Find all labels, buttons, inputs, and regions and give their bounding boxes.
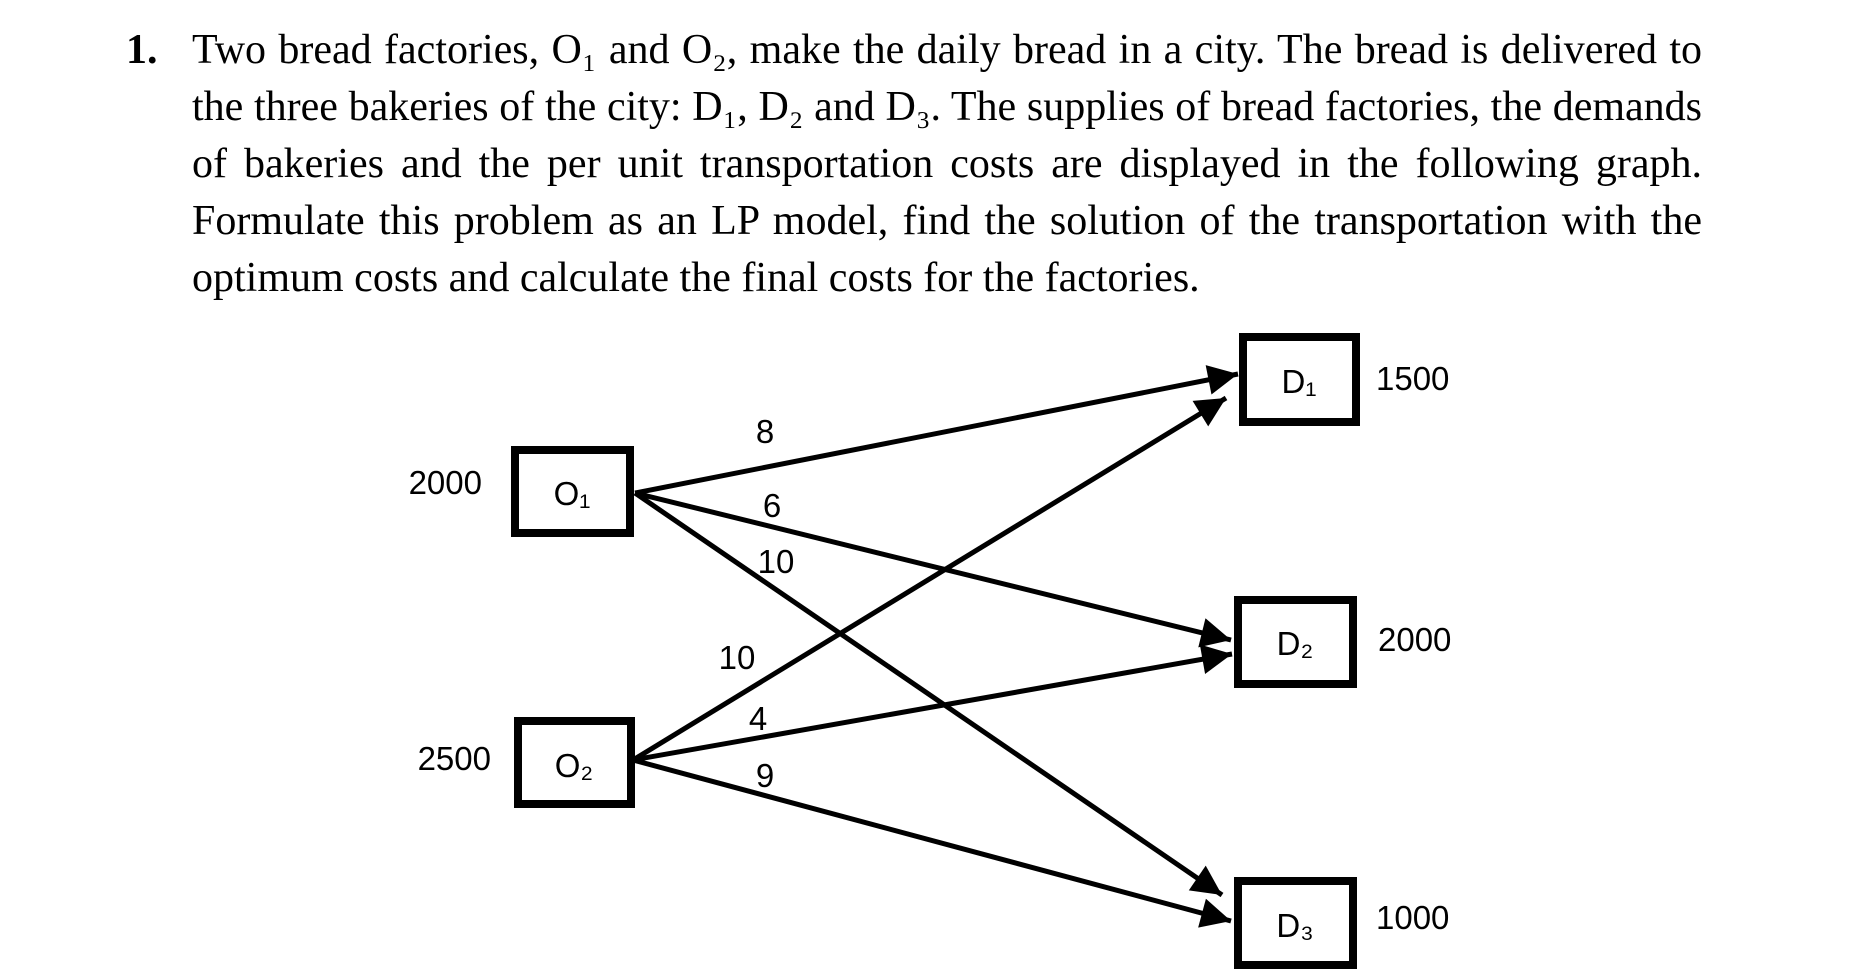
demand-d2: 2000 <box>1378 621 1451 658</box>
arc-o2-d2 <box>632 644 1233 763</box>
arc-o1-d1 <box>634 365 1239 496</box>
arcs-layer <box>631 365 1239 928</box>
node-box-d2 <box>1234 596 1357 688</box>
node-box-o1 <box>511 446 634 537</box>
node-box-o2 <box>514 717 635 808</box>
node-box-d3 <box>1234 877 1357 969</box>
cost-o1-d2: 6 <box>763 487 781 524</box>
cost-o2-d1: 10 <box>719 639 756 676</box>
origin-node-o2: O₂ 2500 <box>418 717 635 808</box>
problem-number: 1. <box>126 27 158 73</box>
cost-o2-d3: 9 <box>756 757 774 794</box>
problem-text: Two bread factories, O₁ and O₂, make the… <box>192 27 1702 301</box>
node-label-o2: O₂ <box>555 747 593 784</box>
node-label-d2: D₂ <box>1277 625 1314 662</box>
cost-labels: 8 6 10 10 4 9 <box>719 413 795 794</box>
problem-statement: 1. Two bread factories, O₁ and O₂, make … <box>126 22 1726 307</box>
destination-node-d1: D₁ 1500 <box>1239 333 1449 426</box>
node-label-o1: O₁ <box>554 475 591 512</box>
arc-o1-d2 <box>634 490 1232 648</box>
arc-o2-d1 <box>631 395 1228 763</box>
node-box-d1 <box>1239 333 1360 426</box>
node-label-d1: D₁ <box>1282 363 1317 400</box>
origin-node-o1: O₁ 2000 <box>409 446 634 537</box>
cost-o1-d3: 10 <box>758 543 795 580</box>
node-label-d3: D₃ <box>1276 907 1313 944</box>
supply-o1: 2000 <box>409 464 482 501</box>
destination-node-d3: D₃ 1000 <box>1234 877 1449 969</box>
destination-node-d2: D₂ 2000 <box>1234 596 1451 688</box>
cost-o2-d2: 4 <box>749 700 767 737</box>
demand-d1: 1500 <box>1376 360 1449 397</box>
demand-d3: 1000 <box>1376 899 1449 936</box>
arc-o2-d3 <box>632 757 1232 928</box>
supply-o2: 2500 <box>418 740 491 777</box>
arc-o1-d3 <box>633 490 1224 898</box>
cost-o1-d1: 8 <box>756 413 774 450</box>
